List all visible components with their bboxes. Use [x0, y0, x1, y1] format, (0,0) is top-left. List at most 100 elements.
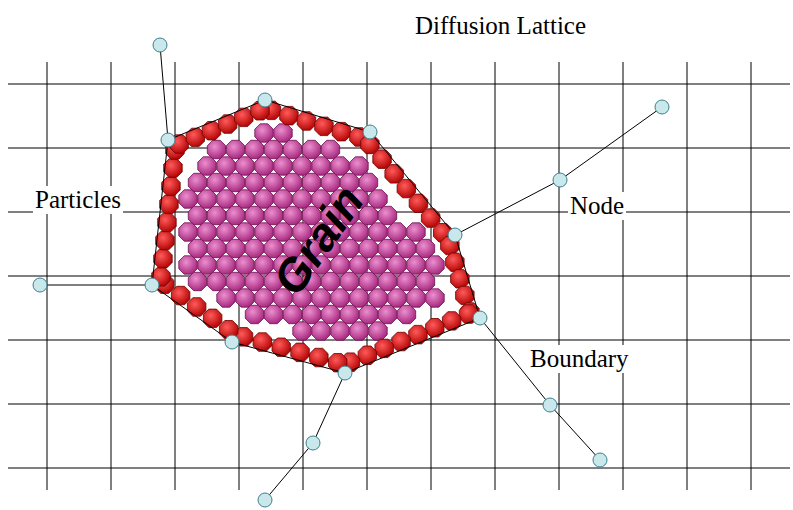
boundary-particle	[409, 194, 428, 212]
grain-particle	[302, 173, 320, 191]
grain-particle	[416, 239, 434, 257]
grain-particle	[245, 272, 263, 290]
grain-particle	[407, 223, 425, 241]
node-circle	[258, 93, 272, 107]
grain-particle	[293, 322, 311, 340]
grain-particle	[198, 190, 216, 208]
grain-particle	[198, 256, 216, 274]
node-circle	[448, 228, 462, 242]
grain-particle	[255, 223, 273, 241]
grain-particle	[207, 272, 225, 290]
grain-particle	[331, 322, 349, 340]
grain-particle	[255, 289, 273, 307]
grain-particle	[226, 239, 244, 257]
grain-particle	[388, 223, 406, 241]
boundary-lines	[40, 45, 662, 500]
grain-particle	[217, 157, 235, 175]
grain-particle	[217, 190, 235, 208]
boundary-particle	[203, 309, 222, 328]
grain-particle	[217, 223, 235, 241]
boundary-particle	[373, 150, 392, 169]
grain-particle	[264, 305, 282, 323]
grain-particle	[407, 289, 425, 307]
grain-particle	[350, 289, 368, 307]
node-circle	[145, 278, 159, 292]
grain-particle	[245, 140, 263, 158]
boundary-particle	[158, 213, 177, 232]
grain-particle	[331, 256, 349, 274]
grain-particle	[340, 305, 358, 323]
grain-particle	[245, 239, 263, 257]
grain-particle	[207, 173, 225, 191]
grain-particle	[236, 289, 254, 307]
annotation-label: Diffusion Lattice	[413, 12, 588, 40]
grain-particle	[378, 239, 396, 257]
boundary-particle	[154, 250, 173, 268]
grain-particle	[264, 206, 282, 224]
grain-particle	[397, 272, 415, 290]
grain-particle	[321, 305, 339, 323]
grain-particle	[369, 223, 387, 241]
grain-particle	[255, 124, 273, 142]
node-circle	[363, 125, 377, 139]
grain-particle	[274, 190, 292, 208]
node-circle	[338, 366, 352, 380]
grain-particle	[350, 157, 368, 175]
grain-particle	[274, 157, 292, 175]
grain-particle	[255, 157, 273, 175]
grain-particle	[207, 239, 225, 257]
grain-particle	[245, 173, 263, 191]
grain-particle	[302, 305, 320, 323]
grain-particle	[359, 239, 377, 257]
particles	[145, 93, 487, 380]
grain-particle	[426, 256, 444, 274]
grain-particle	[331, 157, 349, 175]
grain-particle	[378, 272, 396, 290]
grain-particle	[340, 272, 358, 290]
lattice-lines	[8, 62, 790, 490]
grain-particle	[378, 206, 396, 224]
grain-particle	[388, 289, 406, 307]
grain-particle	[283, 173, 301, 191]
grain-particle	[293, 157, 311, 175]
grain-particle	[188, 206, 206, 224]
grain-particle	[359, 305, 377, 323]
grain-particle	[321, 272, 339, 290]
annotation-label: Boundary	[528, 345, 631, 373]
grain-particle	[283, 206, 301, 224]
grain-particle	[255, 190, 273, 208]
grain-particle	[217, 289, 235, 307]
grain-particle	[274, 124, 292, 142]
annotation-label: Node	[568, 192, 626, 220]
grain-particle	[188, 272, 206, 290]
grain-particle	[378, 305, 396, 323]
grain-particle	[245, 206, 263, 224]
grain-particle	[198, 157, 216, 175]
grain-particle	[359, 272, 377, 290]
grain-particle	[226, 272, 244, 290]
grain-particle	[312, 157, 330, 175]
grain-particle	[236, 190, 254, 208]
node-circle	[161, 133, 175, 147]
boundary-particle	[421, 209, 440, 228]
grain-particle	[264, 173, 282, 191]
boundary-particle	[160, 195, 179, 214]
grain-particle	[226, 206, 244, 224]
grain-particle	[179, 223, 197, 241]
node-circle	[473, 311, 487, 325]
grain-particle	[179, 190, 197, 208]
node-circle	[225, 335, 239, 349]
grain-particle	[226, 173, 244, 191]
grain-particle	[179, 256, 197, 274]
grain-particle	[388, 256, 406, 274]
boundary-particle	[171, 286, 190, 305]
grain-particle	[350, 322, 368, 340]
grain-region: Grain	[140, 85, 495, 390]
annotation-label: Particles	[33, 186, 123, 214]
boundary-particle	[164, 159, 183, 178]
node-circles	[33, 38, 669, 507]
grain-particle	[236, 223, 254, 241]
grain-particle	[397, 239, 415, 257]
